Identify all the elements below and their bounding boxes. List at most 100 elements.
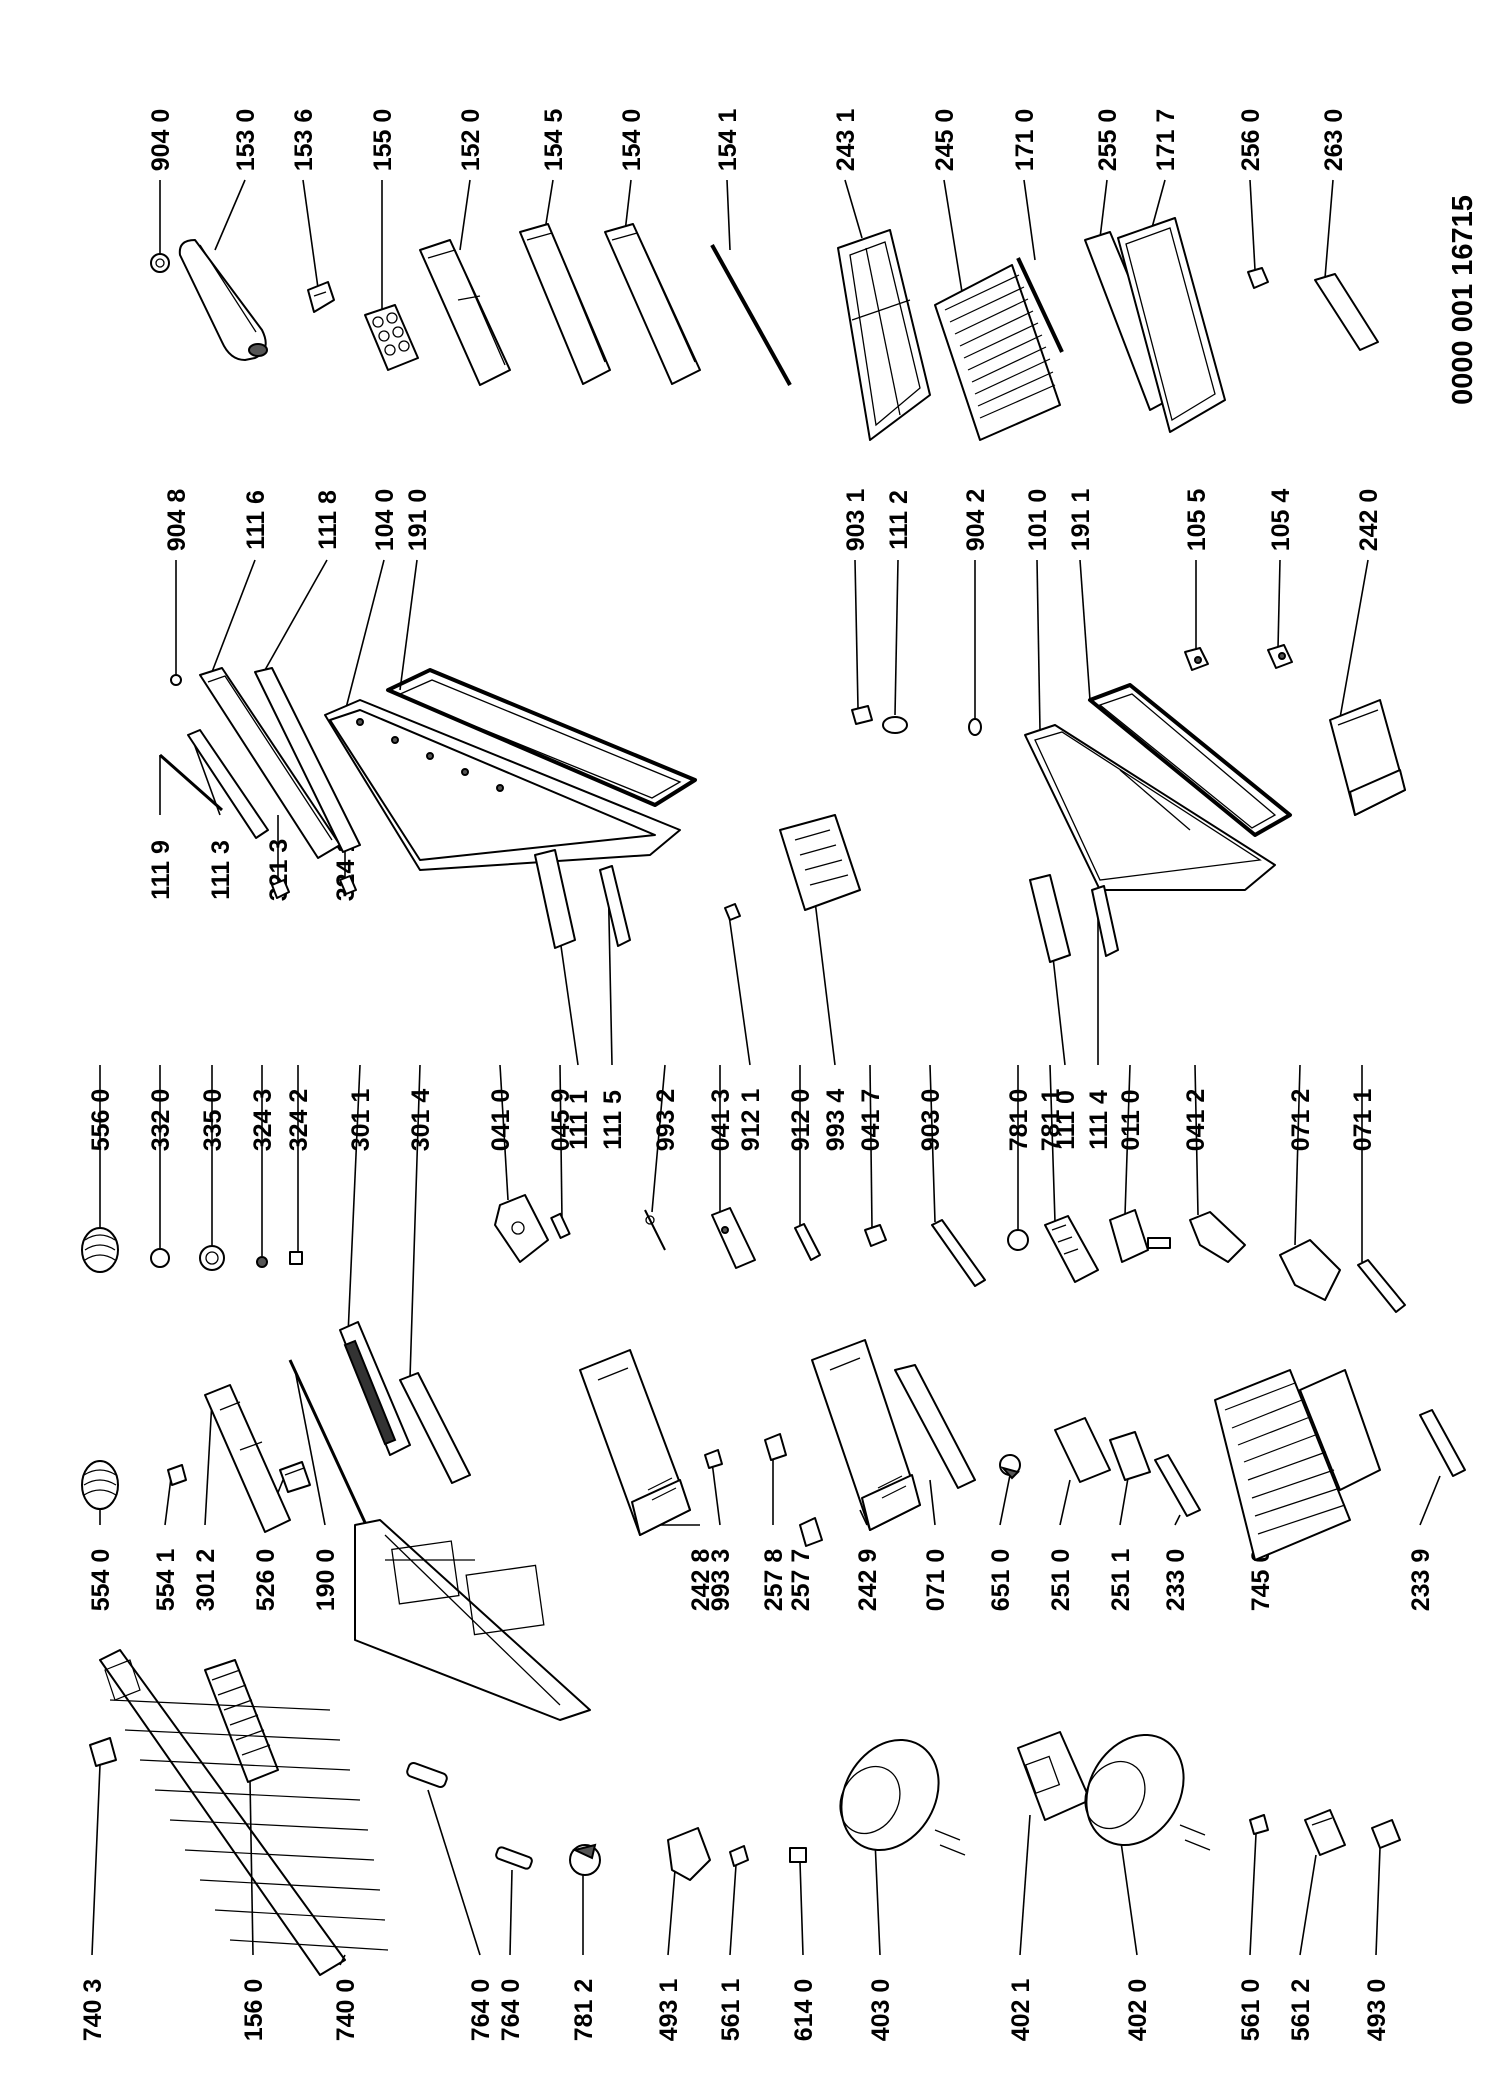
leader-line — [929, 1479, 936, 1526]
leader-line — [1324, 179, 1334, 279]
frame-171-7 — [1117, 217, 1226, 433]
clip-561-1 — [729, 1845, 749, 1867]
part-label: 257 8 — [760, 1549, 788, 1612]
leader-line — [1124, 1064, 1131, 1216]
heater-764-0-a — [406, 1761, 448, 1789]
part-label: 402 0 — [1124, 1979, 1152, 2042]
part-label: 111 6 — [242, 490, 270, 550]
egg-tray-155-0 — [364, 304, 419, 371]
leader-line — [1174, 1514, 1181, 1526]
strip-111-0 — [1029, 874, 1071, 963]
part-label: 041 0 — [487, 1089, 515, 1152]
part-label: 104 0 — [371, 489, 399, 552]
part-label: 171 0 — [1011, 109, 1039, 172]
part-label: 257 7 — [787, 1549, 815, 1612]
part-label: 764 0 — [467, 1979, 495, 2042]
part-label: 071 2 — [1287, 1089, 1315, 1152]
part-904-8 — [170, 674, 182, 686]
part-label: 233 9 — [1407, 1549, 1435, 1612]
part-label: 011 0 — [1117, 1089, 1145, 1150]
leader-line — [264, 559, 328, 671]
leader-line — [1119, 1477, 1129, 1526]
part-label: 781 0 — [1005, 1089, 1033, 1152]
screw-045-9 — [550, 1212, 571, 1239]
leader-line — [1339, 559, 1369, 719]
leader-line — [1277, 559, 1281, 649]
part-label: 071 0 — [922, 1549, 950, 1612]
compressor-relay-556-0 — [81, 1227, 119, 1273]
knob-781-0 — [1007, 1229, 1029, 1251]
gasket-191-0 — [386, 668, 697, 807]
clip-561-0 — [1249, 1814, 1269, 1835]
panel-251-0 — [1054, 1417, 1111, 1483]
leader-line — [1294, 1064, 1301, 1246]
part-904-2 — [968, 718, 982, 736]
clip-257-8 — [764, 1433, 787, 1461]
part-label: 903 1 — [842, 489, 870, 552]
shelf-154-5 — [519, 223, 611, 385]
part-label: 324 2 — [285, 1089, 313, 1152]
part-651-0 — [999, 1454, 1021, 1480]
clip-554-1 — [167, 1464, 187, 1486]
clip-153-6 — [307, 281, 335, 313]
leader-line — [91, 1764, 101, 1956]
part-label: 041 3 — [707, 1089, 735, 1152]
leader-line — [1299, 1854, 1317, 1956]
drawer-242-9 — [811, 1339, 921, 1531]
part-label: 324 3 — [249, 1089, 277, 1152]
shelf-154-0 — [604, 223, 701, 385]
knob-335-0 — [199, 1245, 225, 1271]
compressor-403-0 — [839, 1738, 966, 1856]
leader-line — [943, 179, 963, 293]
part-label: 242 9 — [854, 1549, 882, 1612]
panel-781-1 — [1044, 1215, 1099, 1283]
knob-904-0 — [150, 253, 170, 273]
part-label: 155 0 — [369, 109, 397, 172]
part-111-2 — [882, 716, 908, 734]
part-label: 561 1 — [717, 1979, 745, 2042]
relay-554-0 — [81, 1460, 119, 1510]
part-label: 561 2 — [1287, 1979, 1315, 2042]
strip-233-0 — [1154, 1454, 1201, 1517]
tube-153-0 — [178, 239, 268, 361]
lamp-781-2 — [569, 1843, 601, 1876]
bar-903-0 — [931, 1219, 986, 1287]
part-label: 191 1 — [1067, 489, 1095, 552]
part-label: 301 1 — [347, 1089, 375, 1152]
clip-321-3 — [271, 879, 290, 899]
part-label: 332 0 — [147, 1089, 175, 1152]
leader-line — [1249, 1833, 1257, 1956]
strip-071-0 — [894, 1364, 976, 1489]
leader-line — [799, 1861, 804, 1956]
part-label: 904 0 — [147, 109, 175, 172]
part-label: 243 1 — [832, 109, 860, 172]
strip-111-3 — [187, 729, 269, 839]
part-256-0 — [1247, 267, 1269, 289]
part-label: 526 0 — [252, 1549, 280, 1612]
leader-line — [427, 1789, 481, 1956]
leader-line — [1419, 1475, 1441, 1526]
leader-line — [624, 179, 632, 233]
leader-line — [727, 907, 751, 1066]
part-label: 301 4 — [407, 1089, 435, 1152]
part-493-0 — [1371, 1819, 1401, 1849]
clip-324-1 — [339, 875, 357, 895]
wire-shelf-245-0 — [934, 264, 1061, 441]
part-label: 156 0 — [240, 1979, 268, 2042]
part-label: 190 0 — [312, 1549, 340, 1612]
part-label: 335 0 — [199, 1089, 227, 1152]
part-324-2 — [289, 1251, 303, 1265]
part-label: 111 3 — [207, 840, 235, 900]
leader-line — [999, 1474, 1011, 1526]
leader-line — [302, 179, 319, 289]
knob-332-0 — [150, 1248, 170, 1268]
part-label: 154 1 — [714, 109, 742, 172]
evaporator-740-0 — [99, 1649, 389, 1976]
part-label: 993 4 — [822, 1089, 850, 1152]
leader-line — [1079, 559, 1091, 701]
part-label: 993 2 — [652, 1089, 680, 1152]
part-label: 242 8 — [687, 1549, 715, 1612]
leader-line — [859, 1509, 868, 1526]
part-label: 233 0 — [1162, 1549, 1190, 1612]
